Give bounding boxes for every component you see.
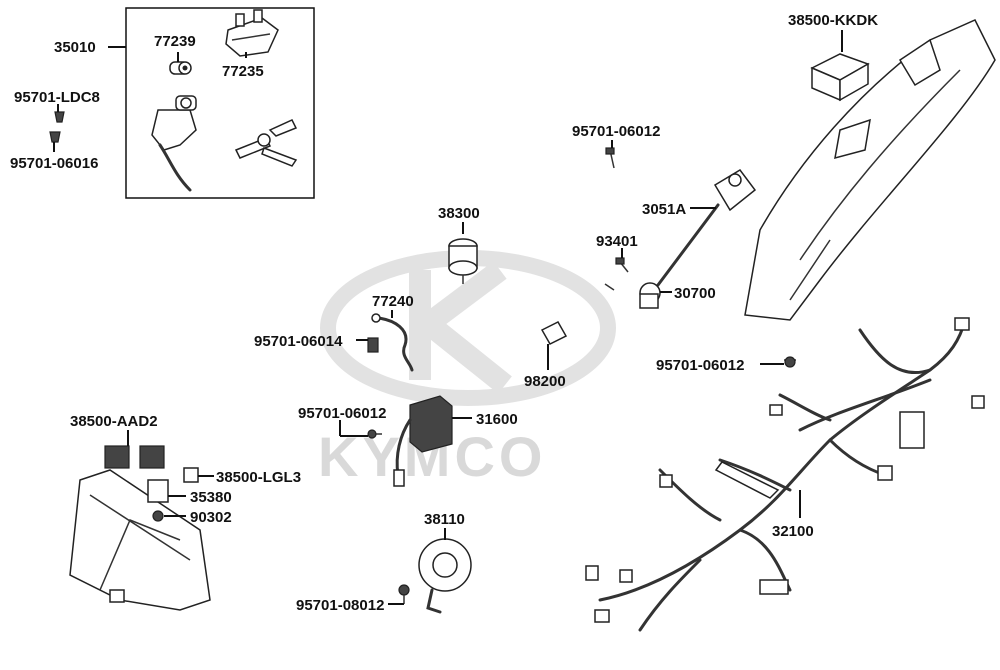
screw-parts-left (49, 111, 65, 143)
label-31600: 31600 (476, 411, 518, 428)
label-3051a: 3051A (642, 201, 686, 218)
label-38110: 38110 (424, 511, 465, 528)
lock-cylinder-part (169, 61, 192, 75)
label-77239: 77239 (154, 33, 196, 50)
horn-part (398, 538, 472, 614)
label-93401: 93401 (596, 233, 638, 250)
label-98200: 98200 (524, 373, 566, 390)
label-90302: 90302 (190, 509, 232, 526)
label-32100: 32100 (772, 523, 814, 540)
label-95701-ldc8: 95701-LDC8 (14, 89, 100, 106)
label-77235: 77235 (222, 63, 264, 80)
part-number-labels: 35010 77239 77235 95701-LDC8 95701-06016… (10, 12, 878, 614)
label-30700: 30700 (674, 285, 716, 302)
label-95701-08012: 95701-08012 (296, 597, 384, 614)
label-35010: 35010 (54, 39, 96, 56)
seat-lock-bracket-part (225, 9, 279, 57)
label-38500-aad2: 38500-AAD2 (70, 413, 158, 430)
label-38300: 38300 (438, 205, 480, 222)
regulator-part (367, 395, 453, 487)
relay-kkdk-part (810, 53, 870, 102)
fuse-part (540, 321, 568, 345)
keys-part (234, 119, 298, 167)
ignition-switch-part (151, 95, 197, 192)
lower-frame-part (69, 445, 211, 611)
ignition-coil-part (604, 147, 757, 309)
label-77240: 77240 (372, 293, 414, 310)
label-95701-06012-right: 95701-06012 (656, 357, 744, 374)
label-95701-06016: 95701-06016 (10, 155, 98, 172)
label-38500-kkdk: 38500-KKDK (788, 12, 878, 29)
label-95701-06014: 95701-06014 (254, 333, 343, 350)
leader-lines (53, 30, 843, 605)
label-38500-lgl3: 38500-LGL3 (216, 469, 301, 486)
ignition-switch-kit (125, 7, 315, 199)
label-35380: 35380 (190, 489, 232, 506)
flasher-part (448, 238, 478, 284)
label-95701-06012-mid: 95701-06012 (298, 405, 386, 422)
kit-box (125, 7, 315, 199)
cable-77240-part (367, 313, 414, 372)
label-95701-06012-top: 95701-06012 (572, 123, 660, 140)
wiring-harness-part (585, 317, 985, 632)
frame-tube-part (744, 19, 996, 321)
